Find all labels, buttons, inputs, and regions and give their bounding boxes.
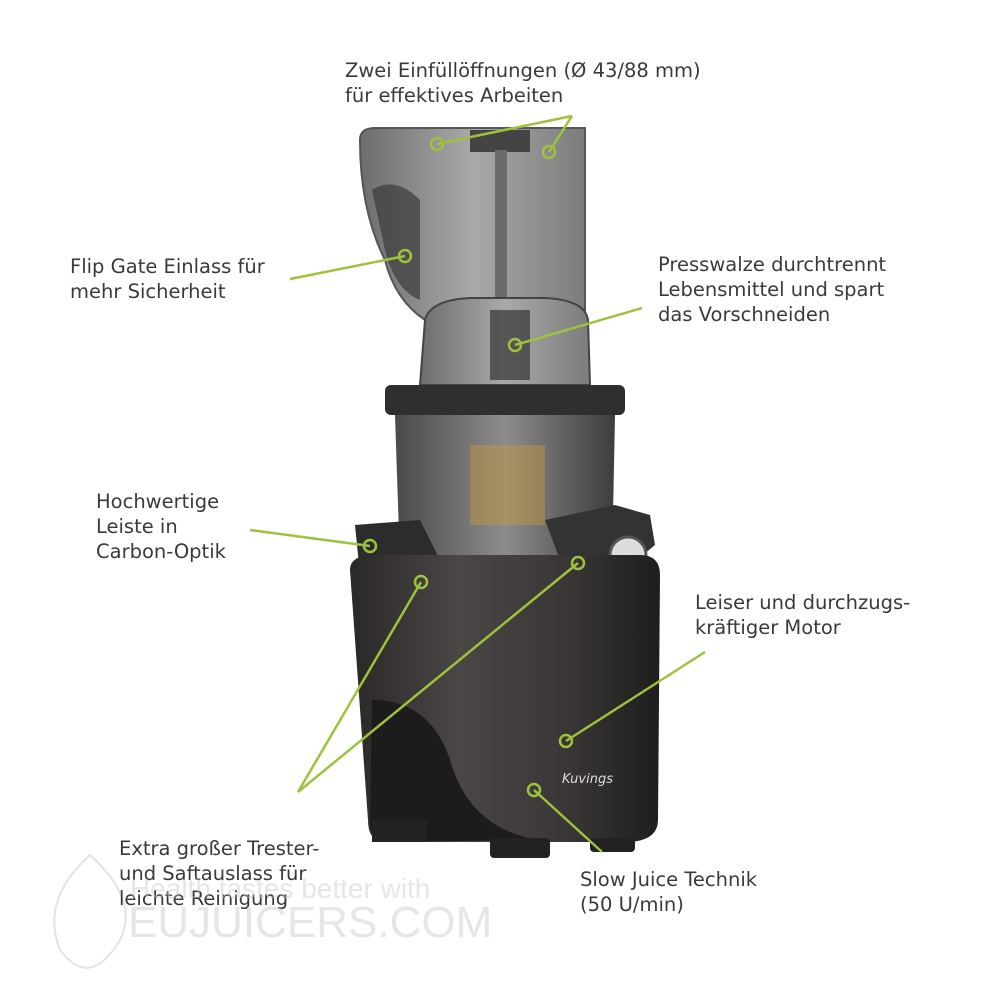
inlet-divider xyxy=(470,130,530,152)
callout-inlets: Zwei Einfüllöffnungen (Ø 43/88 mm) für e… xyxy=(345,59,701,107)
foot xyxy=(490,838,550,858)
watermark-drop-icon xyxy=(53,853,127,969)
foot xyxy=(590,838,635,852)
bowl-rim xyxy=(385,385,625,415)
callout-screw: Presswalze durchtrennt Lebensmittel und … xyxy=(658,253,887,326)
brand-logo: Kuvings xyxy=(562,772,613,787)
callout-flip-gate: Flip Gate Einlass für mehr Sicherheit xyxy=(70,255,265,303)
watermark-tagline: Health tastes better with xyxy=(130,873,431,904)
watermark-site: EUJUICERS.COM xyxy=(128,898,493,947)
callout-dots xyxy=(362,136,586,798)
callout-outlets: Extra großer Trester- und Saftauslass fü… xyxy=(119,837,320,910)
callout-motor: Leiser und durchzugs- kräftiger Motor xyxy=(695,591,911,639)
callout-trim: Hochwertige Leiste in Carbon-Optik xyxy=(96,490,226,563)
flip-gate xyxy=(372,184,420,300)
foot xyxy=(372,820,427,842)
callout-lines xyxy=(249,114,706,853)
callout-slow-juice: Slow Juice Technik (50 U/min) xyxy=(580,868,758,916)
base-shading xyxy=(370,700,540,842)
